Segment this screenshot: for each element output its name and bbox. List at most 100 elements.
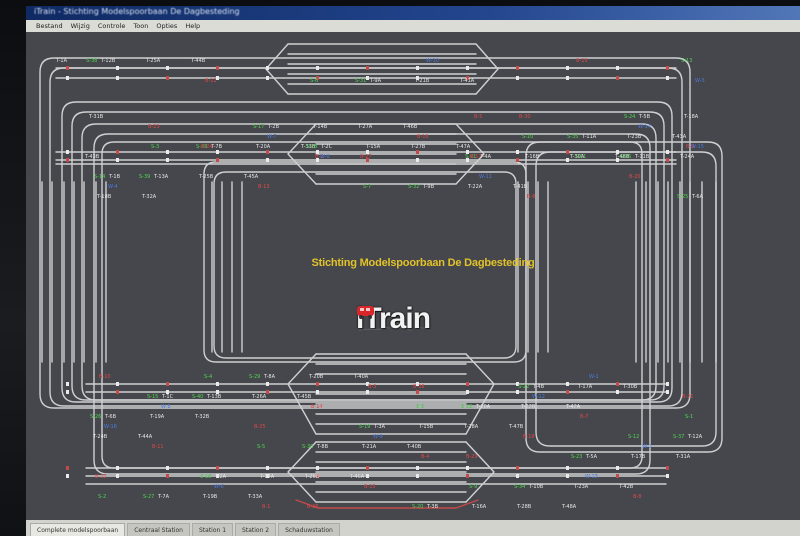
layout-label[interactable]: T-7A (157, 494, 170, 500)
layout-label[interactable]: B-30 (519, 114, 531, 120)
layout-label[interactable]: S-14 (94, 174, 105, 180)
block-marker[interactable] (66, 158, 69, 162)
layout-label[interactable]: T-9B (422, 184, 435, 190)
layout-label[interactable]: B-23 (148, 124, 160, 130)
layout-label[interactable]: T-47A (455, 144, 471, 150)
block-marker[interactable] (666, 390, 669, 394)
layout-label[interactable]: T-30A (569, 154, 585, 160)
block-marker[interactable] (166, 76, 169, 80)
layout-label[interactable]: B-9 (686, 144, 694, 150)
block-marker[interactable] (566, 66, 569, 70)
block-marker[interactable] (516, 382, 519, 386)
block-marker[interactable] (316, 76, 319, 80)
layout-label[interactable]: T-31B (88, 114, 104, 120)
block-marker[interactable] (166, 66, 169, 70)
layout-label[interactable]: T-8A (263, 374, 276, 380)
layout-label[interactable]: T-25A (145, 58, 161, 64)
layout-label[interactable]: S-15 (147, 394, 158, 400)
block-marker[interactable] (366, 390, 369, 394)
block-marker[interactable] (116, 76, 119, 80)
block-marker[interactable] (166, 382, 169, 386)
block-marker[interactable] (516, 390, 519, 394)
block-marker[interactable] (466, 390, 469, 394)
layout-label[interactable]: B-29 (466, 454, 478, 460)
layout-label[interactable]: W-16 (104, 424, 117, 430)
layout-label[interactable]: S-9 (469, 484, 477, 490)
block-marker[interactable] (116, 466, 119, 470)
layout-label[interactable]: T-45A (243, 174, 259, 180)
layout-label[interactable]: S-39 (139, 174, 150, 180)
menu-help[interactable]: Help (185, 22, 201, 30)
layout-label[interactable]: T-1A (55, 58, 68, 64)
block-marker[interactable] (216, 382, 219, 386)
block-marker[interactable] (566, 474, 569, 478)
layout-label[interactable]: S-33 (461, 404, 472, 410)
layout-label[interactable]: S-7 (363, 184, 371, 190)
block-marker[interactable] (516, 150, 519, 154)
layout-label[interactable]: T-17A (577, 384, 593, 390)
layout-label[interactable]: T-9A (369, 78, 382, 84)
layout-label[interactable]: S-6 (310, 78, 318, 84)
layout-label[interactable]: S-26 (90, 414, 101, 420)
block-marker[interactable] (166, 474, 169, 478)
block-marker[interactable] (416, 466, 419, 470)
block-marker[interactable] (316, 466, 319, 470)
layout-label[interactable]: T-16A (471, 504, 487, 510)
layout-label[interactable]: B-12 (205, 78, 217, 84)
layout-label[interactable]: W-8 (320, 154, 330, 160)
layout-label[interactable]: S-25 (677, 194, 688, 200)
layout-label[interactable]: S-27 (143, 494, 154, 500)
layout-label[interactable]: T-42B (618, 484, 634, 490)
layout-label[interactable]: S-32 (408, 184, 419, 190)
block-marker[interactable] (266, 382, 269, 386)
layout-label[interactable]: T-7B (210, 144, 223, 150)
layout-label[interactable]: T-16B (524, 154, 540, 160)
block-marker[interactable] (166, 390, 169, 394)
block-marker[interactable] (416, 150, 419, 154)
block-marker[interactable] (466, 66, 469, 70)
layout-label[interactable]: T-8B (316, 444, 329, 450)
layout-label[interactable]: S-11 (575, 154, 586, 160)
block-marker[interactable] (316, 382, 319, 386)
layout-label[interactable]: T-22B (520, 404, 536, 410)
layout-label[interactable]: T-28B (516, 504, 532, 510)
layout-label[interactable]: W-7 (267, 134, 277, 140)
block-marker[interactable] (116, 150, 119, 154)
block-marker[interactable] (66, 466, 69, 470)
block-marker[interactable] (466, 76, 469, 80)
layout-label[interactable]: T-14B (312, 124, 328, 130)
layout-label[interactable]: B-5 (474, 114, 482, 120)
layout-label[interactable]: T-1C (161, 394, 174, 400)
layout-label[interactable]: T-2B (267, 124, 280, 130)
layout-label[interactable]: T-46B (402, 124, 418, 130)
block-marker[interactable] (616, 76, 619, 80)
block-marker[interactable] (116, 474, 119, 478)
layout-label[interactable]: T-3B (426, 504, 439, 510)
layout-label[interactable]: S-13 (681, 58, 692, 64)
layout-label[interactable]: S-10 (522, 134, 533, 140)
layout-label[interactable]: S-19 (359, 424, 370, 430)
block-marker[interactable] (416, 474, 419, 478)
block-marker[interactable] (116, 158, 119, 162)
layout-label[interactable]: T-10B (528, 484, 544, 490)
tab-station-2[interactable]: Station 2 (235, 523, 277, 536)
layout-label[interactable]: S-18 (306, 144, 317, 150)
layout-label[interactable]: W-11 (479, 174, 492, 180)
block-marker[interactable] (566, 390, 569, 394)
block-marker[interactable] (666, 150, 669, 154)
layout-label[interactable]: B-20 (629, 174, 641, 180)
layout-label[interactable]: T-12A (687, 434, 703, 440)
layout-label[interactable]: T-44A (137, 434, 153, 440)
layout-label[interactable]: B-15 (364, 484, 376, 490)
layout-label[interactable]: W-4 (108, 184, 118, 190)
layout-label[interactable]: T-14A (259, 474, 275, 480)
layout-label[interactable]: B-7 (580, 414, 588, 420)
layout-label[interactable]: S-28 (196, 144, 207, 150)
block-marker[interactable] (216, 474, 219, 478)
block-marker[interactable] (166, 158, 169, 162)
layout-label[interactable]: S-22 (518, 384, 529, 390)
block-marker[interactable] (666, 158, 669, 162)
block-marker[interactable] (566, 382, 569, 386)
block-marker[interactable] (466, 158, 469, 162)
